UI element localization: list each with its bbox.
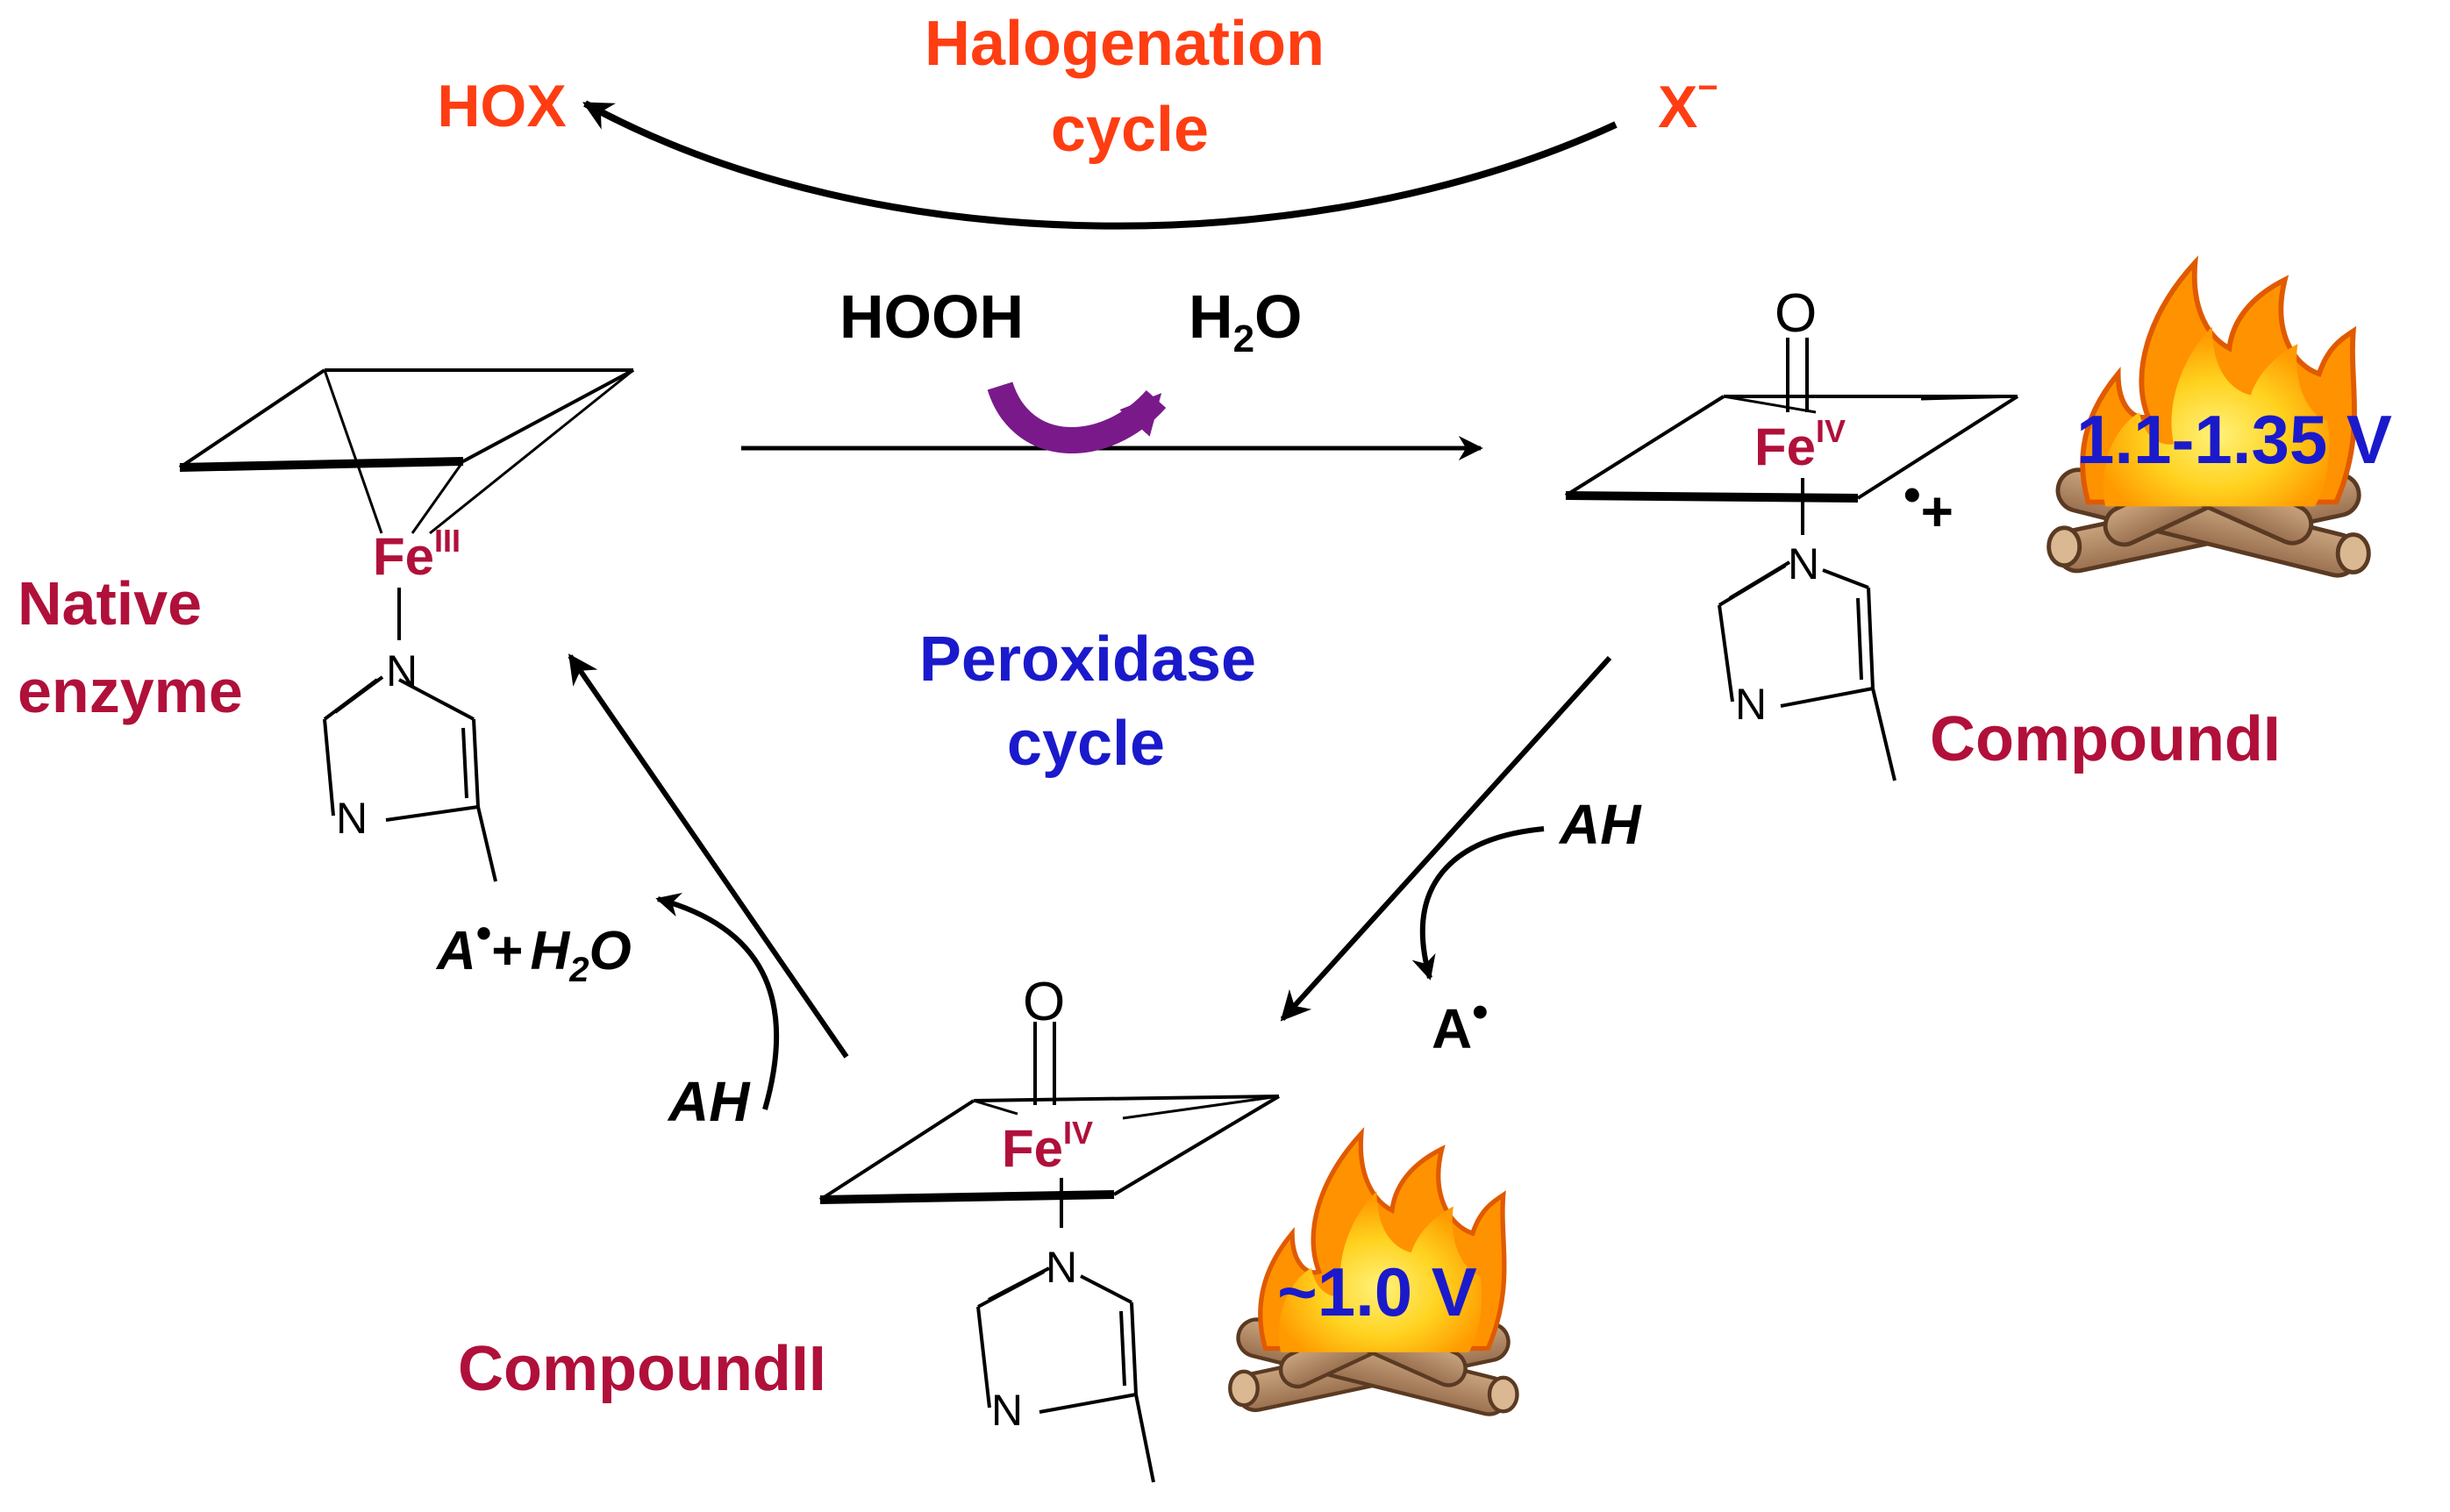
compound-ii-products-label: A•+H2O <box>435 909 632 989</box>
compound-ii-fe-label: FeIV <box>1002 1115 1093 1178</box>
compound-i-radical-cation: •+ <box>1904 467 1954 543</box>
native-imidazole-n-top: N <box>386 646 418 695</box>
hooh-purple-arrow <box>987 381 1167 453</box>
compound-ii-oxo: O <box>1023 972 1065 1032</box>
hox-label: HOX <box>437 73 566 139</box>
native-enzyme-label-line1: Native <box>18 569 202 638</box>
hooh-label: HOOH <box>839 282 1024 351</box>
compound-ii-imidazole-n-top: N <box>1046 1243 1077 1292</box>
compound-ii-structure: O FeIV N N <box>818 972 1281 1483</box>
compound-i-potential: 1.1-1.35 V <box>2076 401 2392 478</box>
water-label-top: H2O <box>1189 282 1303 360</box>
compound-ii-to-native-arrow <box>568 653 849 1059</box>
compound-i-imidazole-n-top: N <box>1788 539 1819 588</box>
native-imidazole-n-bottom: N <box>336 794 368 843</box>
compound-ii-label: CompoundII <box>458 1334 826 1404</box>
native-enzyme-structure: FeIII N N <box>178 368 634 882</box>
halogenation-arrow <box>582 100 1618 230</box>
compound-i-to-ii-arrow <box>1280 655 1612 1022</box>
compound-i-fe-label: FeIV <box>1754 413 1846 476</box>
compound-i-structure: O FeIV •+ N N <box>1564 283 2019 781</box>
compound-i-to-ii-side-arrow <box>1411 826 1545 981</box>
native-fe-label: FeIII <box>373 523 461 586</box>
compound-i-label: CompoundI <box>1930 704 2281 774</box>
peroxidase-title-line1: Peroxidase <box>919 624 1256 695</box>
peroxidase-title-line2: cycle <box>1007 709 1165 779</box>
compound-i-ah-label: AH <box>1558 793 1642 856</box>
native-enzyme-label-line2: enzyme <box>18 657 243 725</box>
halogenation-title-line2: cycle <box>1051 95 1209 165</box>
compound-i-imidazole-n-bottom: N <box>1735 680 1767 729</box>
compound-ii-to-native-side-arrow <box>655 893 780 1110</box>
halide-label: X− <box>1658 68 1718 140</box>
compound-ii-ah-label: AH <box>667 1070 751 1133</box>
compound-ii-potential: ~1.0 V <box>1277 1253 1477 1330</box>
compound-ii-imidazole-n-bottom: N <box>991 1386 1023 1435</box>
halogenation-title-line1: Halogenation <box>925 9 1325 79</box>
compound-i-oxo: O <box>1775 283 1817 344</box>
compound-i-a-radical-label: A• <box>1432 987 1488 1060</box>
